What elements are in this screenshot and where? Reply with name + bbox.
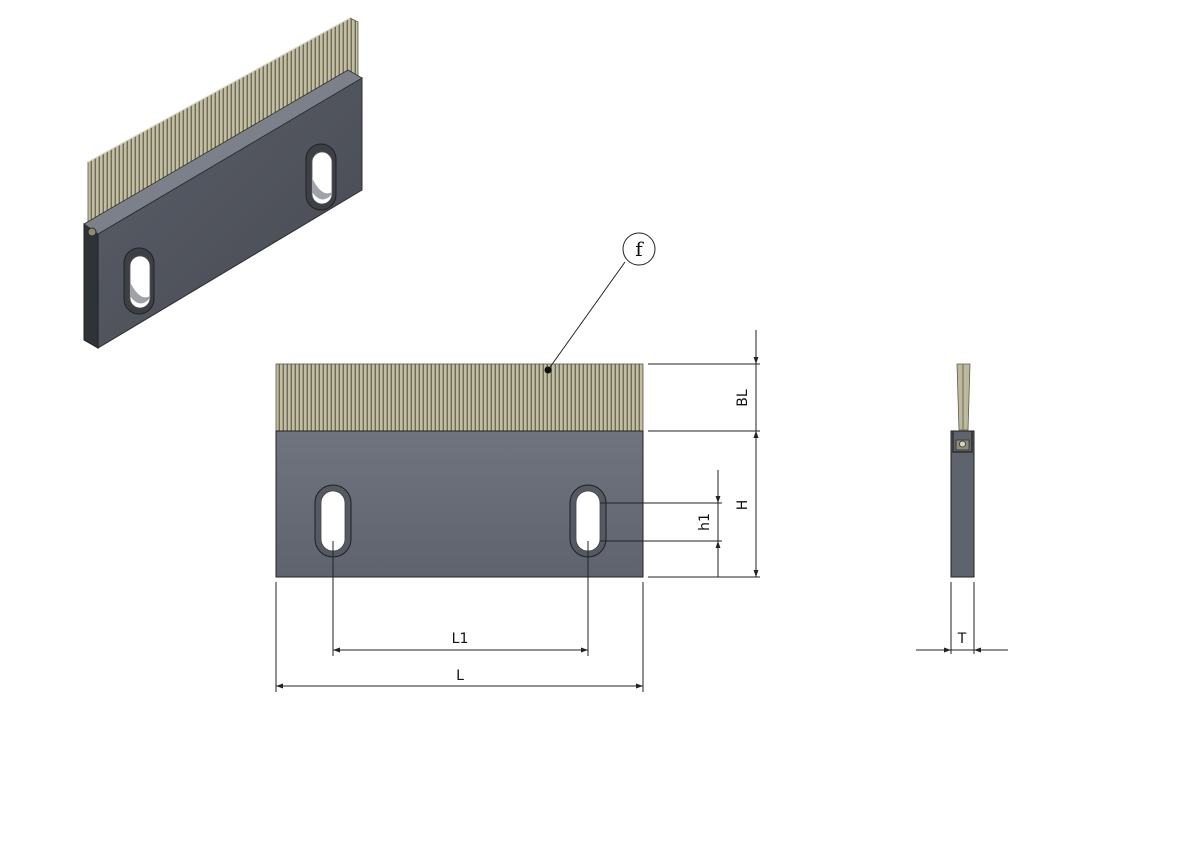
balloon-callout: f bbox=[544, 232, 656, 374]
dim-h1-label: h1 bbox=[697, 513, 713, 531]
side-plate bbox=[950, 430, 975, 578]
iso-slot-left bbox=[123, 247, 155, 315]
balloon-label: f bbox=[635, 237, 644, 261]
isometric-view bbox=[83, 17, 363, 349]
iso-bristle-tips bbox=[87, 17, 351, 163]
side-view: T bbox=[916, 363, 1008, 654]
dim-bl-label: BL bbox=[735, 389, 751, 407]
iso-slot-right bbox=[305, 143, 337, 211]
dim-length: L bbox=[276, 668, 643, 689]
dim-l-label: L bbox=[456, 668, 464, 684]
front-bristles bbox=[275, 363, 644, 432]
dim-h-label: H bbox=[735, 500, 751, 511]
iso-clamp-detail bbox=[87, 227, 97, 237]
balloon-circle bbox=[622, 232, 656, 266]
dim-l1-label: L1 bbox=[452, 631, 469, 647]
dim-thickness: T bbox=[916, 631, 1008, 653]
side-clamp bbox=[952, 431, 973, 453]
dim-slot-height: h1 bbox=[697, 470, 721, 577]
dim-height: H bbox=[735, 431, 759, 577]
dim-brush-length: BL bbox=[735, 330, 759, 448]
dim-hole-spacing: L1 bbox=[333, 631, 588, 653]
dim-t-label: T bbox=[957, 631, 967, 647]
front-slot-left bbox=[314, 484, 352, 558]
front-view: f BL H h1 bbox=[275, 232, 760, 692]
front-slot-right bbox=[569, 484, 607, 558]
iso-plate-side bbox=[83, 223, 99, 349]
